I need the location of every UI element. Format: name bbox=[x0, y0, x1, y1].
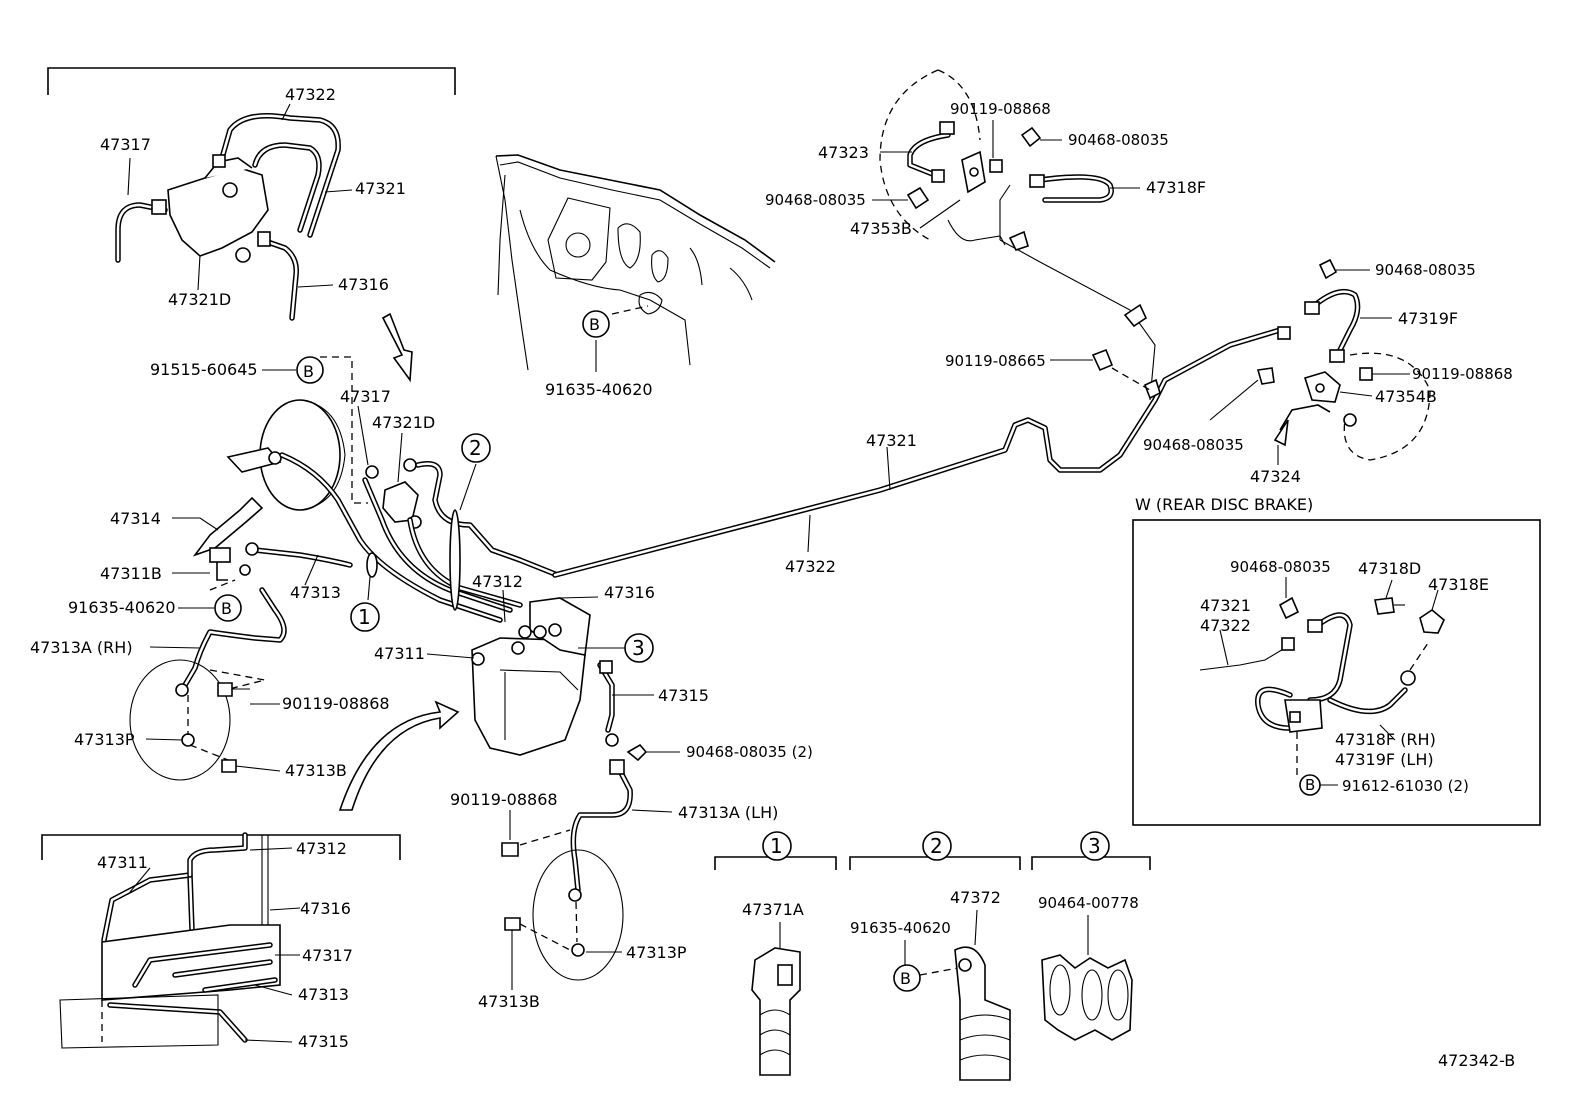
master-cylinder-assembly: B 91515-60645 47317 47321D 1 2 bbox=[30, 356, 558, 811]
label-90468-tr4: 90468-08035 bbox=[1143, 436, 1244, 454]
label-47317-top: 47317 bbox=[100, 135, 151, 154]
label-91515-60645: 91515-60645 bbox=[150, 360, 258, 379]
label-47372: 47372 bbox=[950, 888, 1001, 907]
label-47316-mid: 47316 bbox=[604, 583, 655, 602]
rear-label-47318e: 47318E bbox=[1428, 575, 1489, 594]
inset-label-47316: 47316 bbox=[300, 899, 351, 918]
inset-arrow-bottom bbox=[338, 700, 460, 811]
callout-2: 2 bbox=[469, 436, 482, 460]
label-47321d-top: 47321D bbox=[168, 290, 231, 309]
clamp-detail-3: 3 90464-00778 bbox=[1031, 831, 1151, 1041]
label-47322-mid: 47322 bbox=[785, 557, 836, 576]
rh-rear-hose-group: 90119-08868 90468-08035 47323 47318F 904… bbox=[765, 69, 1206, 251]
lh-rear-hose-group: 90468-08035 47319F 90119-08665 47354B 90… bbox=[945, 258, 1513, 486]
callout-circle-2 bbox=[461, 433, 491, 463]
bolt-ref-b-left bbox=[296, 356, 324, 384]
rear-label-47319f-lh: 47319F (LH) bbox=[1335, 750, 1434, 769]
label-47316-top: 47316 bbox=[338, 275, 389, 294]
callout-b-rear: B bbox=[1305, 776, 1315, 794]
valve-assembly-inset: 47322 47317 47321 47321D 47316 bbox=[47, 67, 456, 321]
inset-label-47312: 47312 bbox=[296, 839, 347, 858]
label-47317-mid: 47317 bbox=[340, 387, 391, 406]
vehicle-body-panel: B 91635-40620 bbox=[495, 154, 776, 399]
label-90468-tr1: 90468-08035 bbox=[1068, 131, 1169, 149]
label-47321d-mid: 47321D bbox=[372, 413, 435, 432]
label-90464-00778: 90464-00778 bbox=[1038, 894, 1139, 912]
label-90119-tr1: 90119-08868 bbox=[950, 100, 1051, 118]
callout-b-mid: B bbox=[221, 599, 232, 618]
label-47313a-lh: 47313A (LH) bbox=[678, 803, 778, 822]
label-91635-body: 91635-40620 bbox=[545, 380, 653, 399]
header-callout-3: 3 bbox=[1088, 834, 1101, 858]
callout-b-body: B bbox=[589, 315, 600, 334]
label-90468-tr3: 90468-08035 bbox=[1375, 261, 1476, 279]
label-47322-top: 47322 bbox=[285, 85, 336, 104]
rear-label-90468: 90468-08035 bbox=[1230, 558, 1331, 576]
label-90468-tr2: 90468-08035 bbox=[765, 191, 866, 209]
label-90468-2: 90468-08035 (2) bbox=[686, 743, 813, 761]
callout-3: 3 bbox=[632, 636, 645, 660]
label-47311-mid: 47311 bbox=[374, 644, 425, 663]
rear-label-47321: 47321 bbox=[1200, 596, 1251, 615]
header-callout-1: 1 bbox=[770, 834, 783, 858]
callout-circle-1 bbox=[350, 602, 380, 632]
label-47313p-mid: 47313P bbox=[626, 943, 687, 962]
bolt-ref-b-body bbox=[582, 310, 610, 338]
label-47314: 47314 bbox=[110, 509, 161, 528]
label-47313b-mid: 47313B bbox=[478, 992, 540, 1011]
inset-label-47313: 47313 bbox=[298, 985, 349, 1004]
callout-b-left: B bbox=[303, 362, 314, 381]
rear-label-47322: 47322 bbox=[1200, 616, 1251, 635]
inset-label-47311: 47311 bbox=[97, 853, 148, 872]
inset-label-47317: 47317 bbox=[302, 946, 353, 965]
label-47354b: 47354B bbox=[1375, 387, 1437, 406]
bolt-ref-b-mid bbox=[214, 594, 242, 622]
label-47315-mid: 47315 bbox=[658, 686, 709, 705]
label-47318f: 47318F bbox=[1146, 178, 1206, 197]
rear-label-47318d: 47318D bbox=[1358, 559, 1421, 578]
callout-circle-3 bbox=[624, 633, 654, 663]
label-47313p-left: 47313P bbox=[74, 730, 135, 749]
tube-routing-inset: 47311 47312 47316 47317 47313 47315 bbox=[41, 832, 401, 1051]
label-90119-left: 90119-08868 bbox=[282, 694, 390, 713]
label-47313b-left: 47313B bbox=[285, 761, 347, 780]
lh-brake-hose-group: 47313A (LH) 90119-08868 47313P 47313B bbox=[450, 759, 778, 1011]
label-47313a-rh: 47313A (RH) bbox=[30, 638, 133, 657]
callout-b-clamp: B bbox=[900, 969, 911, 988]
label-91635-clamp: 91635-40620 bbox=[850, 919, 951, 937]
header-callout-2: 2 bbox=[930, 834, 943, 858]
rear-label-91612: 91612-61030 (2) bbox=[1342, 777, 1469, 795]
label-47353b: 47353B bbox=[850, 219, 912, 238]
label-90119-08665: 90119-08665 bbox=[945, 352, 1046, 370]
rear-brake-tubes: 47321 47322 bbox=[552, 239, 1283, 578]
rear-disc-brake-box: W (REAR DISC BRAKE) 90468-08035 47318D 4… bbox=[1132, 495, 1541, 826]
inset-arrow-top bbox=[381, 312, 413, 383]
label-47323: 47323 bbox=[818, 143, 869, 162]
label-47312-mid: 47312 bbox=[472, 572, 523, 591]
label-47321-top: 47321 bbox=[355, 179, 406, 198]
rear-label-47318f-rh: 47318F (RH) bbox=[1335, 730, 1436, 749]
rear-box-title: W (REAR DISC BRAKE) bbox=[1135, 495, 1313, 514]
label-90119-tr2: 90119-08868 bbox=[1412, 365, 1513, 383]
inset-label-47315: 47315 bbox=[298, 1032, 349, 1051]
label-47311b: 47311B bbox=[100, 564, 162, 583]
clamp-detail-1: 1 47371A bbox=[714, 831, 837, 1076]
label-47321-mid: 47321 bbox=[866, 431, 917, 450]
abs-actuator: 47312 47316 47311 3 47315 90468-08035 (2… bbox=[374, 572, 813, 762]
diagram-id: 472342-B bbox=[1438, 1051, 1515, 1070]
label-47313: 47313 bbox=[290, 583, 341, 602]
callout-1: 1 bbox=[358, 605, 371, 629]
label-91635-left: 91635-40620 bbox=[68, 598, 176, 617]
label-90119-mid: 90119-08868 bbox=[450, 790, 558, 809]
clamp-detail-2: 2 47372 91635-40620 B bbox=[849, 831, 1021, 1081]
label-47371a: 47371A bbox=[742, 900, 804, 919]
label-47319f: 47319F bbox=[1398, 309, 1458, 328]
label-47324: 47324 bbox=[1250, 467, 1301, 486]
